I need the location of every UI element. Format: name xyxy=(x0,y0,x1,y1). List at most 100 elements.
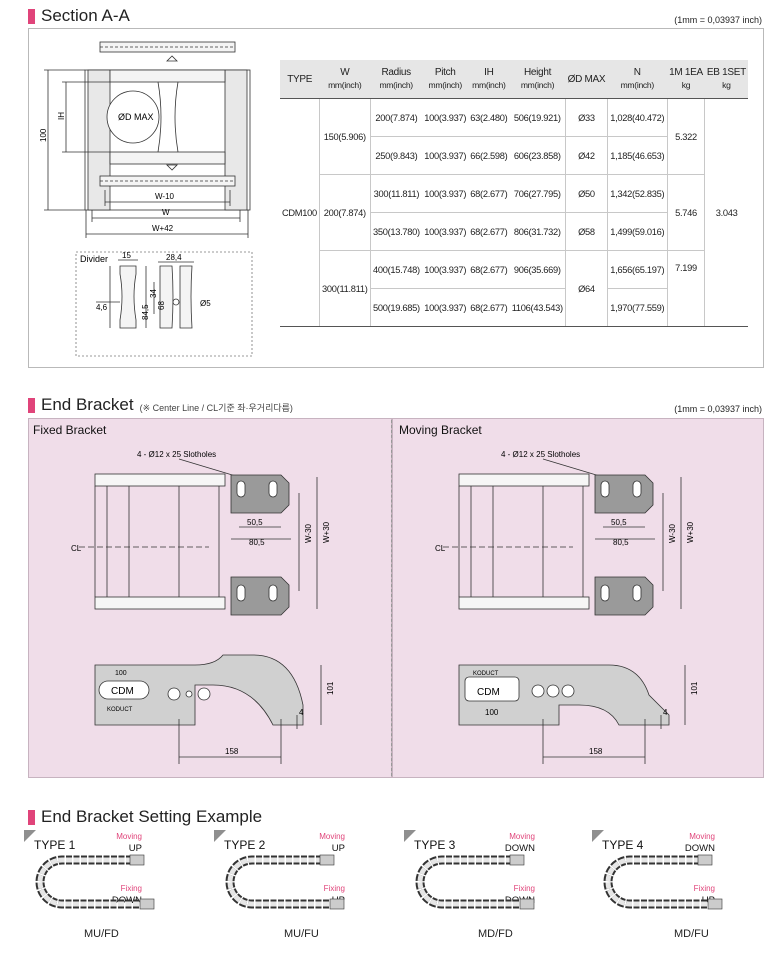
type-2-chain-diagram xyxy=(225,854,345,910)
dim-w: W xyxy=(162,208,170,217)
dmax-label: ØD MAX xyxy=(118,112,154,122)
fixed-dim-50-5: 50,5 xyxy=(247,518,263,527)
cell-w: 150(5.906) xyxy=(318,98,371,175)
cell-n: 1,499(59.016) xyxy=(606,212,668,251)
fixed-dim-101: 101 xyxy=(326,681,335,695)
div-dim-34: 34 xyxy=(149,289,158,298)
cell-height: 806(31.732) xyxy=(509,212,566,251)
cell-dmax: Ø33 xyxy=(565,98,608,137)
moving-bracket-label: Moving Bracket xyxy=(399,423,482,437)
tag-corner xyxy=(592,830,604,842)
cell-height: 606(23.858) xyxy=(509,136,566,175)
dim-100: 100 xyxy=(39,128,48,142)
dim-w42: W+42 xyxy=(152,224,174,233)
table-row: 200(7.874) 300(11.811) 100(3.937) 68(2.6… xyxy=(280,174,748,251)
end-bracket-unit-note: (1mm = 0,03937 inch) xyxy=(674,404,762,414)
type-2-code: MU/FU xyxy=(284,928,319,940)
type-4-code: MD/FU xyxy=(674,928,709,940)
moving-slotholes: 4 - Ø12 x 25 Slotholes xyxy=(501,450,580,459)
cell-radius: 250(9.843) xyxy=(369,136,423,175)
fixed-num: 100 xyxy=(115,670,127,677)
dim-ih: IH xyxy=(57,112,66,120)
moving-logo: CDM xyxy=(477,687,500,698)
type-2-label: TYPE 2 xyxy=(224,838,266,852)
moving-dim-4: 4 xyxy=(663,708,668,717)
fixing-label: Fixing xyxy=(693,884,715,893)
cell-dmax: Ø50 xyxy=(565,174,608,213)
moving-bracket-panel: Moving Bracket xyxy=(392,418,764,778)
cell-height: 906(35.669) xyxy=(509,250,566,289)
cell-dmax: Ø42 xyxy=(565,136,608,175)
cell-ih: 66(2.598) xyxy=(468,136,510,175)
cell-w: 200(7.874) xyxy=(318,174,371,251)
fixed-brand: KODUCT xyxy=(107,707,133,713)
divider-label: Divider xyxy=(80,254,108,264)
table-row: 250(9.843) 100(3.937) 66(2.598) 606(23.8… xyxy=(280,136,748,175)
panel-divider xyxy=(391,420,392,776)
cell-pitch: 100(3.937) xyxy=(422,288,469,327)
moving-label: Moving xyxy=(319,832,345,841)
cell-weight: 5.322 xyxy=(666,98,705,175)
cell-ih: 68(2.677) xyxy=(468,212,510,251)
moving-dim-w-30: W-30 xyxy=(668,523,677,543)
type-1-chain-diagram xyxy=(35,854,155,910)
end-bracket-heading: End Bracket (※ Center Line / CL기준 좌·우거리다… xyxy=(28,395,293,415)
cell-pitch: 100(3.937) xyxy=(422,136,469,175)
moving-dim-158: 158 xyxy=(589,747,603,756)
type-4-block: TYPE 4 Moving DOWN Fixing UP MD/FU xyxy=(590,828,765,940)
cell-ih: 63(2.480) xyxy=(468,98,510,137)
fixed-slotholes: 4 - Ø12 x 25 Slotholes xyxy=(137,450,216,459)
type-1-block: TYPE 1 Moving UP Fixing DOWN MU/FD xyxy=(22,828,197,940)
type-4-chain-diagram xyxy=(603,854,723,910)
cell-ih: 68(2.677) xyxy=(468,174,510,213)
cell-height: 706(27.795) xyxy=(509,174,566,213)
cell-pitch: 100(3.937) xyxy=(422,212,469,251)
moving-bracket-drawing: 4 - Ø12 x 25 Slotholes CL 50,5 80,5 W-30… xyxy=(435,450,699,764)
fixed-cl: CL xyxy=(71,544,82,553)
section-a-heading: Section A-A xyxy=(28,6,130,26)
cell-n: 1,656(65.197) xyxy=(606,250,668,289)
cell-n: 1,028(40.472) xyxy=(606,98,668,137)
div-dim-15: 15 xyxy=(122,251,131,260)
end-bracket-title: End Bracket xyxy=(41,395,134,414)
cell-n: 1,185(46.653) xyxy=(606,136,668,175)
moving-label: Moving xyxy=(116,832,142,841)
cell-radius: 300(11.811) xyxy=(369,174,423,213)
cell-ih: 68(2.677) xyxy=(468,288,510,327)
cell-pitch: 100(3.937) xyxy=(422,250,469,289)
div-dim-28-4: 28,4 xyxy=(166,253,182,262)
cell-radius: 500(19.685) xyxy=(369,288,423,327)
moving-label: Moving xyxy=(689,832,715,841)
fixed-dim-w-30: W-30 xyxy=(304,523,313,543)
moving-dim-50-5: 50,5 xyxy=(611,518,627,527)
cell-radius: 400(15.748) xyxy=(369,250,423,289)
setting-example-heading: End Bracket Setting Example xyxy=(28,807,262,827)
type-1-label: TYPE 1 xyxy=(34,838,76,852)
section-a-title: Section A-A xyxy=(41,6,130,25)
fixed-bracket-label: Fixed Bracket xyxy=(33,423,107,437)
type-3-chain-diagram xyxy=(415,854,535,910)
fixed-dim-w-plus-30: W+30 xyxy=(322,521,331,543)
moving-num: 100 xyxy=(485,708,499,717)
cell-type: CDM100 xyxy=(280,98,320,327)
type-1-code: MU/FD xyxy=(84,928,119,940)
section-marker xyxy=(28,397,35,413)
tag-corner xyxy=(24,830,36,842)
table-row: 300(11.811) 400(15.748) 100(3.937) 68(2.… xyxy=(280,250,748,327)
table-row: 500(19.685) 100(3.937) 68(2.677) 1106(43… xyxy=(280,288,748,327)
type-3-block: TYPE 3 Moving DOWN Fixing DOWN MD/FD xyxy=(402,828,577,940)
moving-value: DOWN xyxy=(684,843,715,854)
cell-weight: 5.746 xyxy=(666,174,705,251)
table-row: CDM100 150(5.906) 200(7.874) 100(3.937) … xyxy=(280,98,748,327)
cell-dmax: Ø58 xyxy=(565,212,608,251)
cell-pitch: 100(3.937) xyxy=(422,98,469,137)
cell-eb: 3.043 xyxy=(704,98,748,327)
